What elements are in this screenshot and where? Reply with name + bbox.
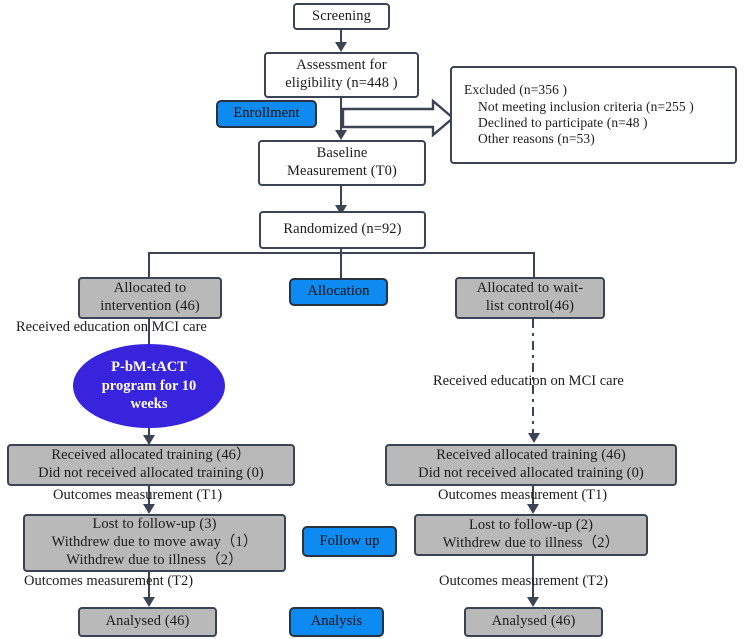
node-screening[interactable]: Screening	[293, 3, 390, 30]
connector-baseline-to-randomized	[340, 186, 342, 210]
connector-intervention-to-ellipse	[148, 319, 150, 345]
node-training-left[interactable]: Received allocated training (46） Did not…	[7, 444, 295, 486]
arrowhead-training-to-followup-right	[527, 504, 539, 514]
node-analysed-left[interactable]: Analysed (46)	[78, 607, 217, 637]
stage-label-enrollment-text: Enrollment	[233, 105, 300, 122]
caption-education-right: Received education on MCI care	[433, 373, 624, 389]
node-excluded-line-0: Excluded (n=356 )	[464, 82, 568, 98]
arrowhead-followup-to-analysed-right	[527, 597, 539, 607]
node-analysed-right-line-0: Analysed (46)	[491, 613, 576, 630]
arrowhead-ellipse-to-training-left	[143, 435, 155, 445]
connector-split-left-drop	[148, 252, 150, 278]
node-randomized-line-0: Randomized (n=92)	[283, 221, 402, 238]
node-followup-right-line-1: Withdrew due to illness（2）	[442, 535, 620, 551]
connector-split-right-drop	[533, 252, 535, 278]
node-allocated-control-line-1: list control(46)	[485, 298, 575, 314]
node-training-left-line-0: Received allocated training (46）	[51, 447, 251, 464]
node-followup-left-line-2: Withdrew due to illness（2）	[66, 551, 243, 568]
node-excluded-line-1: Not meeting inclusion criteria (n=255 )	[478, 98, 694, 114]
node-training-right[interactable]: Received allocated training (46) Did not…	[385, 444, 677, 486]
node-excluded[interactable]: Excluded (n=356 ) Not meeting inclusion …	[450, 66, 737, 164]
caption-outcomes-t2-left: Outcomes measurement (T2)	[24, 573, 194, 589]
node-training-right-line-1: Did not received allocated training (0)	[418, 465, 644, 481]
stage-label-follow-up[interactable]: Follow up	[302, 526, 397, 557]
connector-training-to-followup-right	[532, 486, 534, 510]
stage-label-follow-up-text: Follow up	[319, 532, 380, 549]
arrowhead-training-to-followup-left	[143, 504, 155, 514]
arrowhead-control-to-training-right	[528, 433, 540, 443]
node-followup-right[interactable]: Lost to follow-up (2) Withdrew due to il…	[414, 514, 648, 556]
block-arrow-to-excluded	[341, 99, 455, 137]
arrowhead-assessment-to-baseline	[335, 130, 347, 140]
node-randomized[interactable]: Randomized (n=92)	[259, 211, 426, 249]
node-assessment-line-1: eligibility (n=448 )	[285, 75, 398, 91]
node-baseline-line-0: Baseline	[316, 145, 368, 162]
caption-outcomes-t1-left: Outcomes measurement (T1)	[53, 487, 223, 503]
stage-label-allocation-text: Allocation	[307, 283, 370, 300]
node-assessment-eligibility[interactable]: Assessment for eligibility (n=448 )	[264, 52, 419, 98]
arrowhead-baseline-to-randomized	[335, 205, 347, 215]
stage-label-allocation[interactable]: Allocation	[289, 278, 388, 306]
connector-screening-to-assessment	[340, 30, 342, 46]
node-followup-left-line-0: Lost to follow-up (3)	[92, 516, 217, 533]
node-allocated-intervention-line-0: Allocated to	[113, 280, 187, 297]
node-analysed-left-line-0: Analysed (46)	[105, 613, 190, 630]
stage-label-analysis[interactable]: Analysis	[289, 607, 384, 637]
node-program-line-0: P-bM-tACT	[111, 358, 187, 375]
node-program-line-1: program for 10	[101, 377, 197, 394]
node-program-line-2: weeks	[130, 396, 168, 413]
node-baseline-measurement[interactable]: Baseline Measurement (T0)	[258, 140, 426, 186]
connector-assessment-to-baseline	[340, 98, 342, 134]
connector-followup-to-analysed-left	[148, 572, 150, 602]
node-excluded-line-3: Other reasons (n=53)	[478, 131, 595, 147]
node-excluded-line-2: Declined to participate (n=48 )	[478, 115, 648, 130]
node-followup-left[interactable]: Lost to follow-up (3) Withdrew due to mo…	[23, 514, 286, 572]
connector-randomized-stem	[340, 249, 342, 292]
node-screening-line-0: Screening	[312, 7, 371, 24]
node-analysed-right[interactable]: Analysed (46)	[464, 607, 603, 637]
node-followup-left-line-1: Withdrew due to move away（1）	[51, 534, 258, 551]
stage-label-analysis-text: Analysis	[310, 613, 363, 630]
caption-education-left: Received education on MCI care	[16, 319, 207, 335]
node-allocated-intervention-line-1: intervention (46)	[100, 298, 200, 314]
caption-outcomes-t2-right: Outcomes measurement (T2)	[439, 573, 609, 589]
caption-outcomes-t1-right: Outcomes measurement (T1)	[438, 487, 608, 503]
node-assessment-line-0: Assessment for	[296, 57, 387, 74]
connector-split-horizontal	[148, 252, 533, 254]
node-training-right-line-0: Received allocated training (46)	[436, 447, 626, 464]
node-baseline-line-1: Measurement (T0)	[287, 163, 397, 179]
connector-training-to-followup-left	[148, 486, 150, 510]
node-program-ellipse[interactable]: P-bM-tACT program for 10 weeks	[73, 344, 225, 428]
node-training-left-line-1: Did not received allocated training (0)	[38, 465, 264, 481]
arrowhead-screening-to-assessment	[335, 42, 347, 52]
connector-control-to-training-right	[532, 319, 534, 437]
connector-followup-to-analysed-right	[532, 556, 534, 602]
arrowhead-followup-to-analysed-left	[143, 597, 155, 607]
stage-label-enrollment[interactable]: Enrollment	[216, 100, 317, 128]
node-allocated-intervention[interactable]: Allocated to intervention (46)	[78, 277, 222, 319]
node-allocated-waitlist-control[interactable]: Allocated to wait- list control(46)	[455, 277, 605, 319]
node-followup-right-line-0: Lost to follow-up (2)	[468, 517, 594, 534]
node-allocated-control-line-0: Allocated to wait-	[476, 280, 584, 297]
